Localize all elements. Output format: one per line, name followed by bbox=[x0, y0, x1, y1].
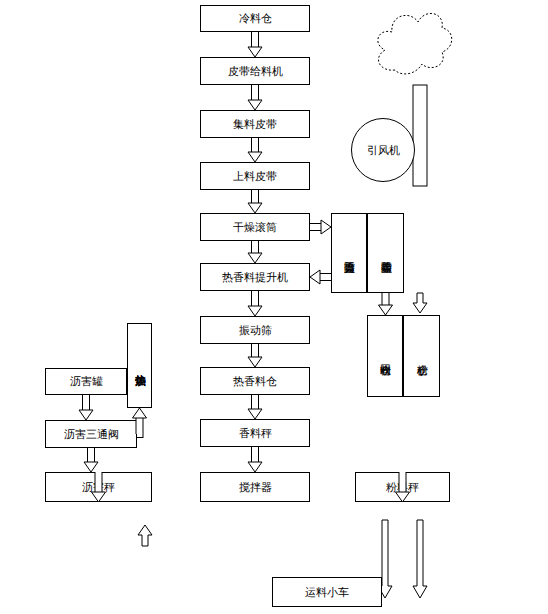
process-box: 香料秤 bbox=[200, 419, 310, 447]
vertical-box: 回收粉仓 bbox=[367, 315, 403, 397]
node-label: 粉料秤 bbox=[386, 480, 419, 495]
flow-arrow bbox=[84, 448, 98, 472]
node-label: 集料皮带 bbox=[233, 117, 277, 132]
process-box: 集料皮带 bbox=[200, 110, 310, 138]
node-label: 沥害三通阀 bbox=[64, 427, 119, 442]
flow-arrow bbox=[248, 447, 262, 472]
flow-arrow bbox=[248, 291, 262, 316]
process-box: 搅拌器 bbox=[200, 472, 310, 502]
process-box: 运料小车 bbox=[272, 577, 382, 607]
process-box: 上料皮带 bbox=[200, 162, 310, 190]
vertical-box: 热载体加热炉 bbox=[127, 323, 152, 408]
node-label: 运料小车 bbox=[305, 585, 349, 600]
process-box: 皮带给料机 bbox=[200, 57, 310, 85]
process-box: 冷料仓 bbox=[200, 5, 310, 32]
node-label: 振动筛 bbox=[239, 323, 272, 338]
hollow-arrow bbox=[413, 520, 427, 598]
hollow-arrow bbox=[138, 525, 152, 546]
vertical-box: 貢力除尘器 bbox=[331, 213, 367, 293]
vertical-box: 矿粉仓 bbox=[403, 315, 440, 397]
flow-arrow bbox=[379, 293, 393, 315]
chimney bbox=[413, 85, 427, 186]
fan-circle: 引风机 bbox=[351, 118, 415, 182]
node-label: 沥害罐 bbox=[70, 374, 103, 389]
process-box: 粉料秤 bbox=[355, 472, 450, 502]
flow-arrow bbox=[310, 270, 331, 284]
node-label: 皮带给料机 bbox=[228, 64, 283, 79]
vertical-box: 布袋除尘器 bbox=[367, 213, 404, 293]
hollow-arrow bbox=[413, 293, 427, 313]
process-box: 振动筛 bbox=[200, 316, 310, 344]
node-label: 上料皮带 bbox=[233, 169, 277, 184]
node-label: 搅拌器 bbox=[239, 480, 272, 495]
process-box: 热香料提升机 bbox=[200, 263, 310, 291]
node-label: 热香料提升机 bbox=[222, 270, 288, 285]
node-label: 引风机 bbox=[367, 143, 400, 158]
process-box: 沥害三通阀 bbox=[45, 420, 137, 448]
flow-arrow bbox=[248, 241, 262, 263]
node-label: 干燥滚筒 bbox=[233, 220, 277, 235]
node-label: 冷料仓 bbox=[239, 11, 272, 26]
process-box: 沥害罐 bbox=[45, 368, 127, 395]
flow-arrow bbox=[79, 395, 93, 420]
node-label: 香料秤 bbox=[239, 426, 272, 441]
smoke-cloud bbox=[378, 13, 452, 74]
flow-arrow bbox=[248, 190, 262, 213]
flow-arrow bbox=[248, 32, 262, 57]
flow-arrow bbox=[248, 344, 262, 367]
node-label: 热香料仓 bbox=[233, 374, 277, 389]
flow-arrow bbox=[310, 220, 331, 234]
flow-arrow bbox=[248, 138, 262, 162]
node-label: 沥害秤 bbox=[82, 480, 115, 495]
flow-arrow bbox=[248, 85, 262, 110]
process-box: 热香料仓 bbox=[200, 367, 310, 395]
flow-arrow bbox=[248, 395, 262, 419]
process-box: 沥害秤 bbox=[45, 472, 152, 502]
process-box: 干燥滚筒 bbox=[200, 213, 310, 241]
